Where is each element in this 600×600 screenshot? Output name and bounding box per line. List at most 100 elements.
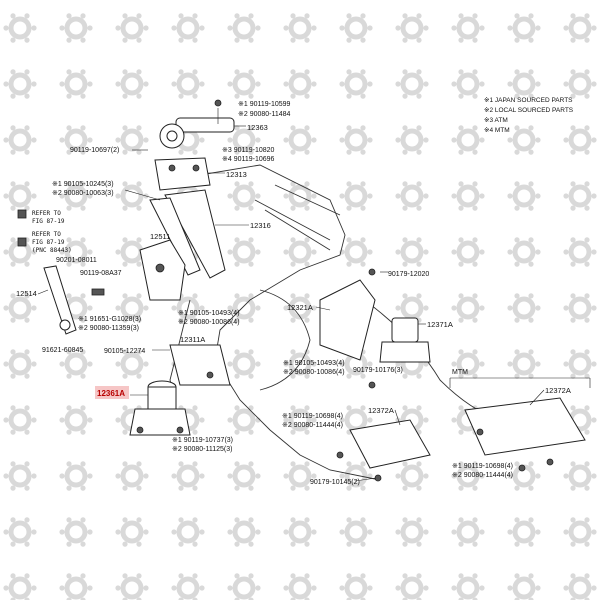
watermark-gear-tooth <box>346 261 352 267</box>
watermark-gear-tooth <box>311 193 317 199</box>
watermark-gear-tooth <box>570 93 576 99</box>
watermark-gear-tooth <box>563 193 569 199</box>
watermark-gear-tooth <box>255 25 261 31</box>
callout-90119-10697[interactable]: 90119-10697(2) <box>70 147 119 154</box>
watermark-gear-icon <box>120 576 144 600</box>
watermark-gear-tooth <box>24 69 30 75</box>
callout-90201-08011[interactable]: 90201-08011 <box>56 257 97 264</box>
watermark-gear-tooth <box>367 193 373 199</box>
watermark-gear-tooth <box>248 149 254 155</box>
watermark-gear-tooth <box>304 373 310 379</box>
watermark-gear-tooth <box>339 473 345 479</box>
watermark-gear-tooth <box>192 93 198 99</box>
watermark-gear-tooth <box>402 13 408 19</box>
watermark-gear-icon <box>288 520 312 544</box>
watermark-gear-tooth <box>248 293 254 299</box>
callout-12372A-left[interactable]: 12372A <box>368 406 394 415</box>
watermark-gear-tooth <box>136 597 142 600</box>
watermark-gear-tooth <box>80 461 86 467</box>
watermark-gear-tooth <box>416 149 422 155</box>
watermark-gear-tooth <box>472 93 478 99</box>
watermark-gear-tooth <box>136 149 142 155</box>
watermark-gear-tooth <box>311 25 317 31</box>
watermark-gear-icon <box>232 128 256 152</box>
watermark-gear-tooth <box>570 37 576 43</box>
watermark-gear-tooth <box>66 373 72 379</box>
callout-12514[interactable]: 12514 <box>16 289 37 298</box>
watermark-gear-tooth <box>570 149 576 155</box>
watermark-gear-tooth <box>290 373 296 379</box>
watermark-gear-tooth <box>178 573 184 579</box>
watermark-gear-tooth <box>31 529 37 535</box>
watermark-gear-tooth <box>178 69 184 75</box>
watermark-gear-tooth <box>178 597 184 600</box>
watermark-gear-icon <box>64 464 88 488</box>
callout-90179-10145[interactable]: 90179-10145(2) <box>310 479 360 486</box>
watermark-gear-tooth <box>311 361 317 367</box>
callout-90105-12274[interactable]: 90105-12274 <box>104 348 145 355</box>
watermark-gear-icon <box>344 184 368 208</box>
watermark-gear-tooth <box>563 249 569 255</box>
stay-12514 <box>43 265 77 335</box>
watermark-gear-tooth <box>31 249 37 255</box>
callout-12316[interactable]: 12316 <box>250 221 271 230</box>
watermark-gear-tooth <box>283 81 289 87</box>
callout-12321A[interactable]: 12321A <box>287 303 313 312</box>
callout-90179-10176[interactable]: 90179-10176(3) <box>353 367 403 374</box>
watermark-gear-tooth <box>339 81 345 87</box>
watermark-gear-tooth <box>304 317 310 323</box>
watermark-gear-tooth <box>472 293 478 299</box>
watermark-gear-tooth <box>59 25 65 31</box>
watermark-gear-tooth <box>143 25 149 31</box>
watermark-gear-tooth <box>528 317 534 323</box>
watermark-gear-icon <box>232 576 256 600</box>
watermark-gear-tooth <box>66 429 72 435</box>
watermark-gear-tooth <box>143 361 149 367</box>
watermark-gear-tooth <box>563 305 569 311</box>
callout-12311A[interactable]: 12311A <box>180 335 205 344</box>
watermark-gear-tooth <box>451 417 457 423</box>
watermark-gear-tooth <box>283 137 289 143</box>
watermark-gear-tooth <box>311 137 317 143</box>
callout-refer-2b: FIG 87-19 <box>32 239 65 246</box>
watermark-gear-tooth <box>136 37 142 43</box>
watermark-gear-tooth <box>570 13 576 19</box>
watermark-gear-tooth <box>10 405 16 411</box>
callout-12363[interactable]: 12363 <box>247 123 268 132</box>
watermark-gear-tooth <box>304 69 310 75</box>
watermark-gear-tooth <box>416 461 422 467</box>
callout-12511[interactable]: 12511 <box>150 232 170 241</box>
watermark-gear-tooth <box>304 93 310 99</box>
callout-12313[interactable]: 12313 <box>226 170 247 179</box>
watermark-gear-tooth <box>10 461 16 467</box>
callout-90119-08A37[interactable]: 90119-08A37 <box>80 270 122 277</box>
callout-90179-12020[interactable]: 90179-12020 <box>388 271 429 278</box>
watermark-gear-tooth <box>507 193 513 199</box>
watermark-gear-tooth <box>80 597 86 600</box>
watermark-gear-tooth <box>122 261 128 267</box>
watermark-gear-tooth <box>507 81 513 87</box>
watermark-gear-tooth <box>122 405 128 411</box>
watermark-gear-tooth <box>360 69 366 75</box>
watermark-gear-tooth <box>584 261 590 267</box>
callout-12372A-right[interactable]: 12372A <box>545 386 571 395</box>
watermark-gear-icon <box>288 16 312 40</box>
watermark-gear-icon <box>232 16 256 40</box>
watermark-gear-tooth <box>528 13 534 19</box>
watermark-gear-tooth <box>66 573 72 579</box>
watermark-gear-tooth <box>80 261 86 267</box>
watermark-gear-tooth <box>563 585 569 591</box>
watermark-gear-tooth <box>584 317 590 323</box>
callout-12361A[interactable]: 12361A <box>97 389 125 398</box>
watermark-gear-tooth <box>192 461 198 467</box>
watermark-gear-tooth <box>66 125 72 131</box>
watermark-gear-tooth <box>178 317 184 323</box>
watermark-gear-tooth <box>479 25 485 31</box>
callout-91621-60845[interactable]: 91621-60845 <box>42 347 83 354</box>
watermark-gear-tooth <box>178 485 184 491</box>
watermark-gear-tooth <box>283 585 289 591</box>
watermark-gear-tooth <box>80 37 86 43</box>
watermark-gear-tooth <box>143 81 149 87</box>
callout-12371A[interactable]: 12371A <box>427 320 453 329</box>
watermark-gear-tooth <box>591 25 597 31</box>
